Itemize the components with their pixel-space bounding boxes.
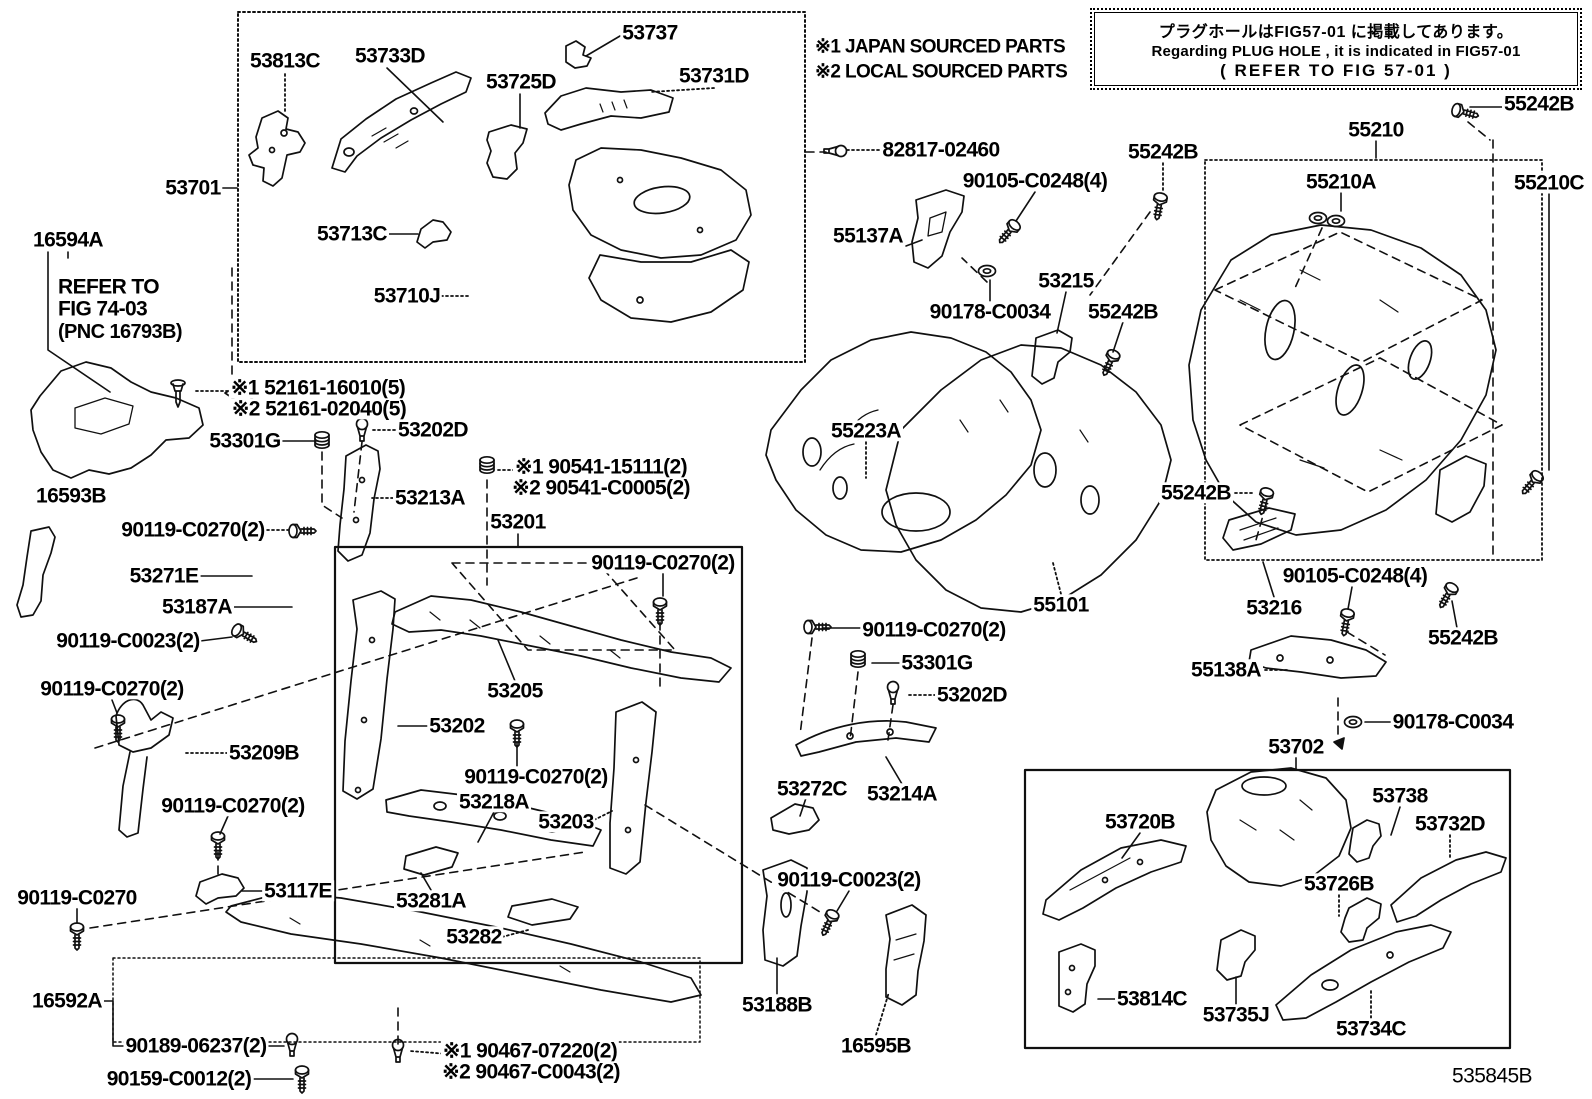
part-label: 55210 [1346,118,1406,142]
part-label: 55242B [1159,481,1233,505]
part-label: 53272C [775,777,849,801]
part-label: 53282 [444,925,504,949]
part-label: 53813C [248,49,322,73]
part-label: 53301G [899,651,975,675]
plug-hole-info-box: プラグホールはFIG57-01 に掲載してあります。 Regarding PLU… [1090,8,1582,90]
part-label: ※2 90467-C0043(2) [440,1060,622,1084]
part-label: 53117E [262,879,334,903]
part-label: 53214A [865,782,939,806]
part-label: 53203 [536,810,596,834]
part-label: 90119-C0270 [15,886,139,910]
part-label: ※1 JAPAN SOURCED PARTS [813,36,1068,58]
part-label: 53271E [127,564,201,588]
part-label: 16594A [31,228,105,252]
info-line-english: Regarding PLUG HOLE , it is indicated in… [1151,42,1521,60]
info-line-japanese: プラグホールはFIG57-01 に掲載してあります。 [1158,23,1514,41]
part-label: 82817-02460 [880,138,1002,162]
part-label: 53218A [457,790,531,814]
plug-hole-info-inner: プラグホールはFIG57-01 に掲載してあります。 Regarding PLU… [1094,12,1578,86]
part-label: 53215 [1036,269,1096,293]
part-label: 53205 [485,679,545,703]
part-label: 90178-C0034 [1390,710,1516,734]
part-label: 53814C [1115,987,1189,1011]
part-label: 53213A [393,486,467,510]
part-label: 90189-06237(2) [123,1034,269,1058]
part-label: 53187A [160,595,234,619]
part-label: 90119-C0270(2) [159,794,307,818]
part-label: 53726B [1302,872,1376,896]
part-label: 90159-C0012(2) [104,1067,254,1091]
part-label: 53281A [394,889,468,913]
part-label: 53202D [935,683,1009,707]
part-label: 53701 [163,176,223,200]
part-label: 55223A [829,419,903,443]
part-label: 53209B [227,741,301,765]
part-label: 16595B [839,1034,913,1058]
part-label: 53710J [371,284,443,308]
part-label: ※1 90541-15111(2) [512,455,690,479]
part-label: ※2 52161-02040(5) [229,397,409,421]
part-label: FIG 74-03 [56,297,150,321]
part-label: 53202 [427,714,487,738]
part-label: 55242B [1086,300,1160,324]
part-label: 55242B [1126,140,1200,164]
part-label: 90119-C0270(2) [38,677,186,701]
part-label: 55210A [1304,170,1378,194]
part-label: 90119-C0270(2) [860,618,1008,642]
part-label: 90105-C0248(4) [1280,564,1430,588]
part-label: 55210C [1512,171,1586,195]
part-label: 53732D [1413,812,1487,836]
part-label: (PNC 16793B) [56,320,184,343]
part-label: 55242B [1502,92,1576,116]
part-label: 53725D [484,70,558,94]
part-label: 16592A [30,989,104,1013]
part-label: REFER TO [56,275,161,299]
part-label: 53216 [1244,596,1304,620]
part-label: 53301G [207,429,283,453]
part-label: ※2 LOCAL SOURCED PARTS [813,61,1070,83]
part-label: 90119-C0270(2) [462,765,610,789]
part-label: 53738 [1370,784,1430,808]
part-label: 16593B [34,484,108,508]
part-label: 90178-C0034 [927,300,1053,324]
part-label: 535845B [1450,1064,1534,1088]
part-label: 90105-C0248(4) [960,169,1110,193]
part-label: 53731D [677,64,751,88]
part-label: 53720B [1103,810,1177,834]
part-label: 90119-C0023(2) [775,868,923,892]
part-label: 53201 [488,510,548,534]
part-label: 53702 [1266,735,1326,759]
part-label: 55242B [1426,626,1500,650]
part-label: 55138A [1189,658,1263,682]
part-label: ※1 90467-07220(2) [440,1039,620,1063]
part-label: 90119-C0270(2) [589,551,737,575]
part-label: 53735J [1200,1003,1272,1027]
part-label: 53202D [396,418,470,442]
part-label: 90119-C0023(2) [54,629,202,653]
part-label: 53713C [315,222,389,246]
part-label: 53737 [620,21,680,45]
part-label: 53188B [740,993,814,1017]
part-label: 53733D [353,44,427,68]
info-line-refer: ( REFER TO FIG 57-01 ) [1220,60,1452,80]
part-label: 55101 [1031,593,1091,617]
part-label: ※2 90541-C0005(2) [510,476,692,500]
part-label: 90119-C0270(2) [119,518,267,542]
part-label: ※1 52161-16010(5) [228,376,408,400]
part-label: 55137A [831,224,905,248]
part-label: 53734C [1334,1017,1408,1041]
